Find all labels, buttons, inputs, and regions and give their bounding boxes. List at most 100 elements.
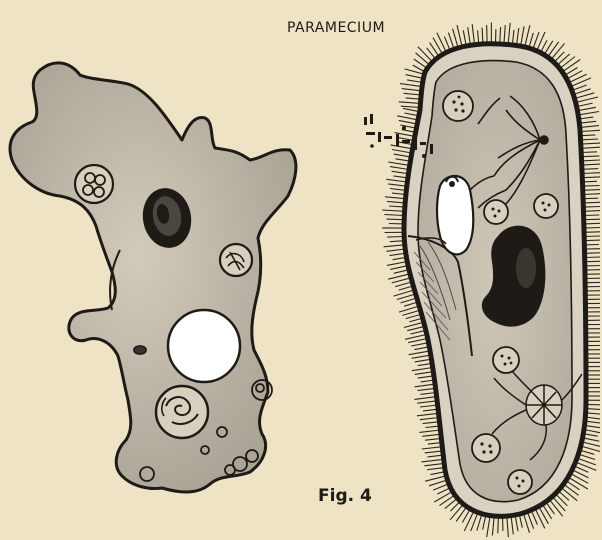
- cilium: [425, 451, 443, 453]
- cilium: [453, 29, 459, 48]
- cilium: [405, 334, 427, 339]
- cilium: [386, 179, 407, 182]
- cilium: [427, 468, 445, 470]
- paramecium-micronucleus: [489, 297, 499, 307]
- paramecium: [364, 23, 600, 538]
- cilium: [578, 112, 599, 115]
- cilium: [390, 167, 409, 170]
- cilium: [390, 189, 406, 191]
- amoeba-contractile-vacuole: [168, 310, 240, 382]
- cilium: [422, 459, 444, 462]
- cilium: [387, 262, 407, 266]
- cilium: [581, 139, 599, 140]
- cilium: [402, 89, 422, 91]
- cilium: [437, 33, 446, 53]
- cilium: [404, 93, 422, 95]
- cilium: [581, 147, 600, 148]
- cilium: [561, 487, 577, 500]
- cilium: [387, 237, 404, 238]
- cilium: [578, 107, 596, 110]
- cilium: [418, 47, 433, 62]
- cilium: [390, 266, 408, 270]
- cilium: [507, 516, 509, 537]
- cilium: [583, 190, 600, 191]
- cilium: [582, 160, 600, 161]
- cilium: [508, 23, 510, 45]
- cilium: [392, 278, 411, 283]
- cilium: [492, 516, 494, 535]
- cilium: [401, 298, 417, 303]
- cilium: [548, 42, 559, 57]
- cilium: [511, 516, 513, 535]
- cilium: [434, 491, 452, 502]
- cilium: [581, 156, 599, 157]
- cilium: [399, 120, 417, 124]
- cilium: [409, 351, 430, 355]
- amoeba-food-vacuole: [156, 386, 208, 438]
- cilium: [422, 434, 441, 436]
- cilium: [562, 60, 580, 72]
- amoeba: [10, 63, 296, 492]
- cilium: [568, 477, 588, 489]
- cilium: [581, 143, 600, 144]
- cilium: [560, 57, 575, 69]
- cilium: [387, 249, 406, 251]
- amoeba-body: [10, 63, 296, 492]
- cilium: [417, 401, 437, 403]
- cilium: [384, 215, 404, 216]
- cilium: [391, 145, 413, 149]
- cilium: [472, 24, 474, 45]
- figure-title: PARAMECIUM: [287, 20, 385, 36]
- cilium: [412, 368, 433, 371]
- cilium: [412, 355, 431, 358]
- cilium: [582, 173, 600, 174]
- cilium: [582, 177, 600, 178]
- cilium: [382, 210, 404, 211]
- cilium: [392, 171, 409, 173]
- cilium: [403, 108, 420, 111]
- cilium: [425, 476, 446, 481]
- cilium: [423, 422, 440, 424]
- cilium: [457, 25, 462, 47]
- cilium: [387, 201, 405, 203]
- cilium: [407, 326, 425, 330]
- cilium: [433, 38, 443, 55]
- cilium: [573, 89, 590, 95]
- cilium: [456, 507, 467, 522]
- cilium: [415, 384, 436, 387]
- cilium: [500, 27, 501, 44]
- cilium: [516, 28, 518, 45]
- cilium: [388, 162, 410, 165]
- cilium: [420, 405, 438, 407]
- figure-caption: Fig. 4: [318, 486, 372, 506]
- cilium: [420, 418, 439, 420]
- cilium: [392, 150, 412, 154]
- cilium: [450, 504, 463, 520]
- cilium: [580, 126, 599, 128]
- cilium: [468, 27, 471, 45]
- cilium: [551, 43, 565, 59]
- cilium: [542, 504, 551, 519]
- cilium: [397, 116, 418, 120]
- cilium: [422, 447, 443, 449]
- cilium: [399, 102, 421, 104]
- cilium: [394, 154, 411, 157]
- cilium: [521, 26, 525, 46]
- cilium: [564, 484, 579, 495]
- cilium: [414, 397, 436, 400]
- cilium: [576, 462, 597, 470]
- cilium: [419, 430, 440, 432]
- cilium: [395, 282, 412, 287]
- cilium: [487, 516, 490, 538]
- cilium: [384, 245, 405, 247]
- cilium: [569, 74, 587, 83]
- cilium: [535, 508, 545, 528]
- amoeba-food-vacuole: [220, 244, 252, 276]
- cilium: [400, 84, 422, 87]
- cilium: [385, 197, 406, 199]
- cilium: [581, 446, 600, 452]
- cilium: [388, 184, 407, 186]
- cilium: [406, 75, 424, 79]
- cilium: [582, 164, 600, 165]
- cilium: [579, 121, 596, 123]
